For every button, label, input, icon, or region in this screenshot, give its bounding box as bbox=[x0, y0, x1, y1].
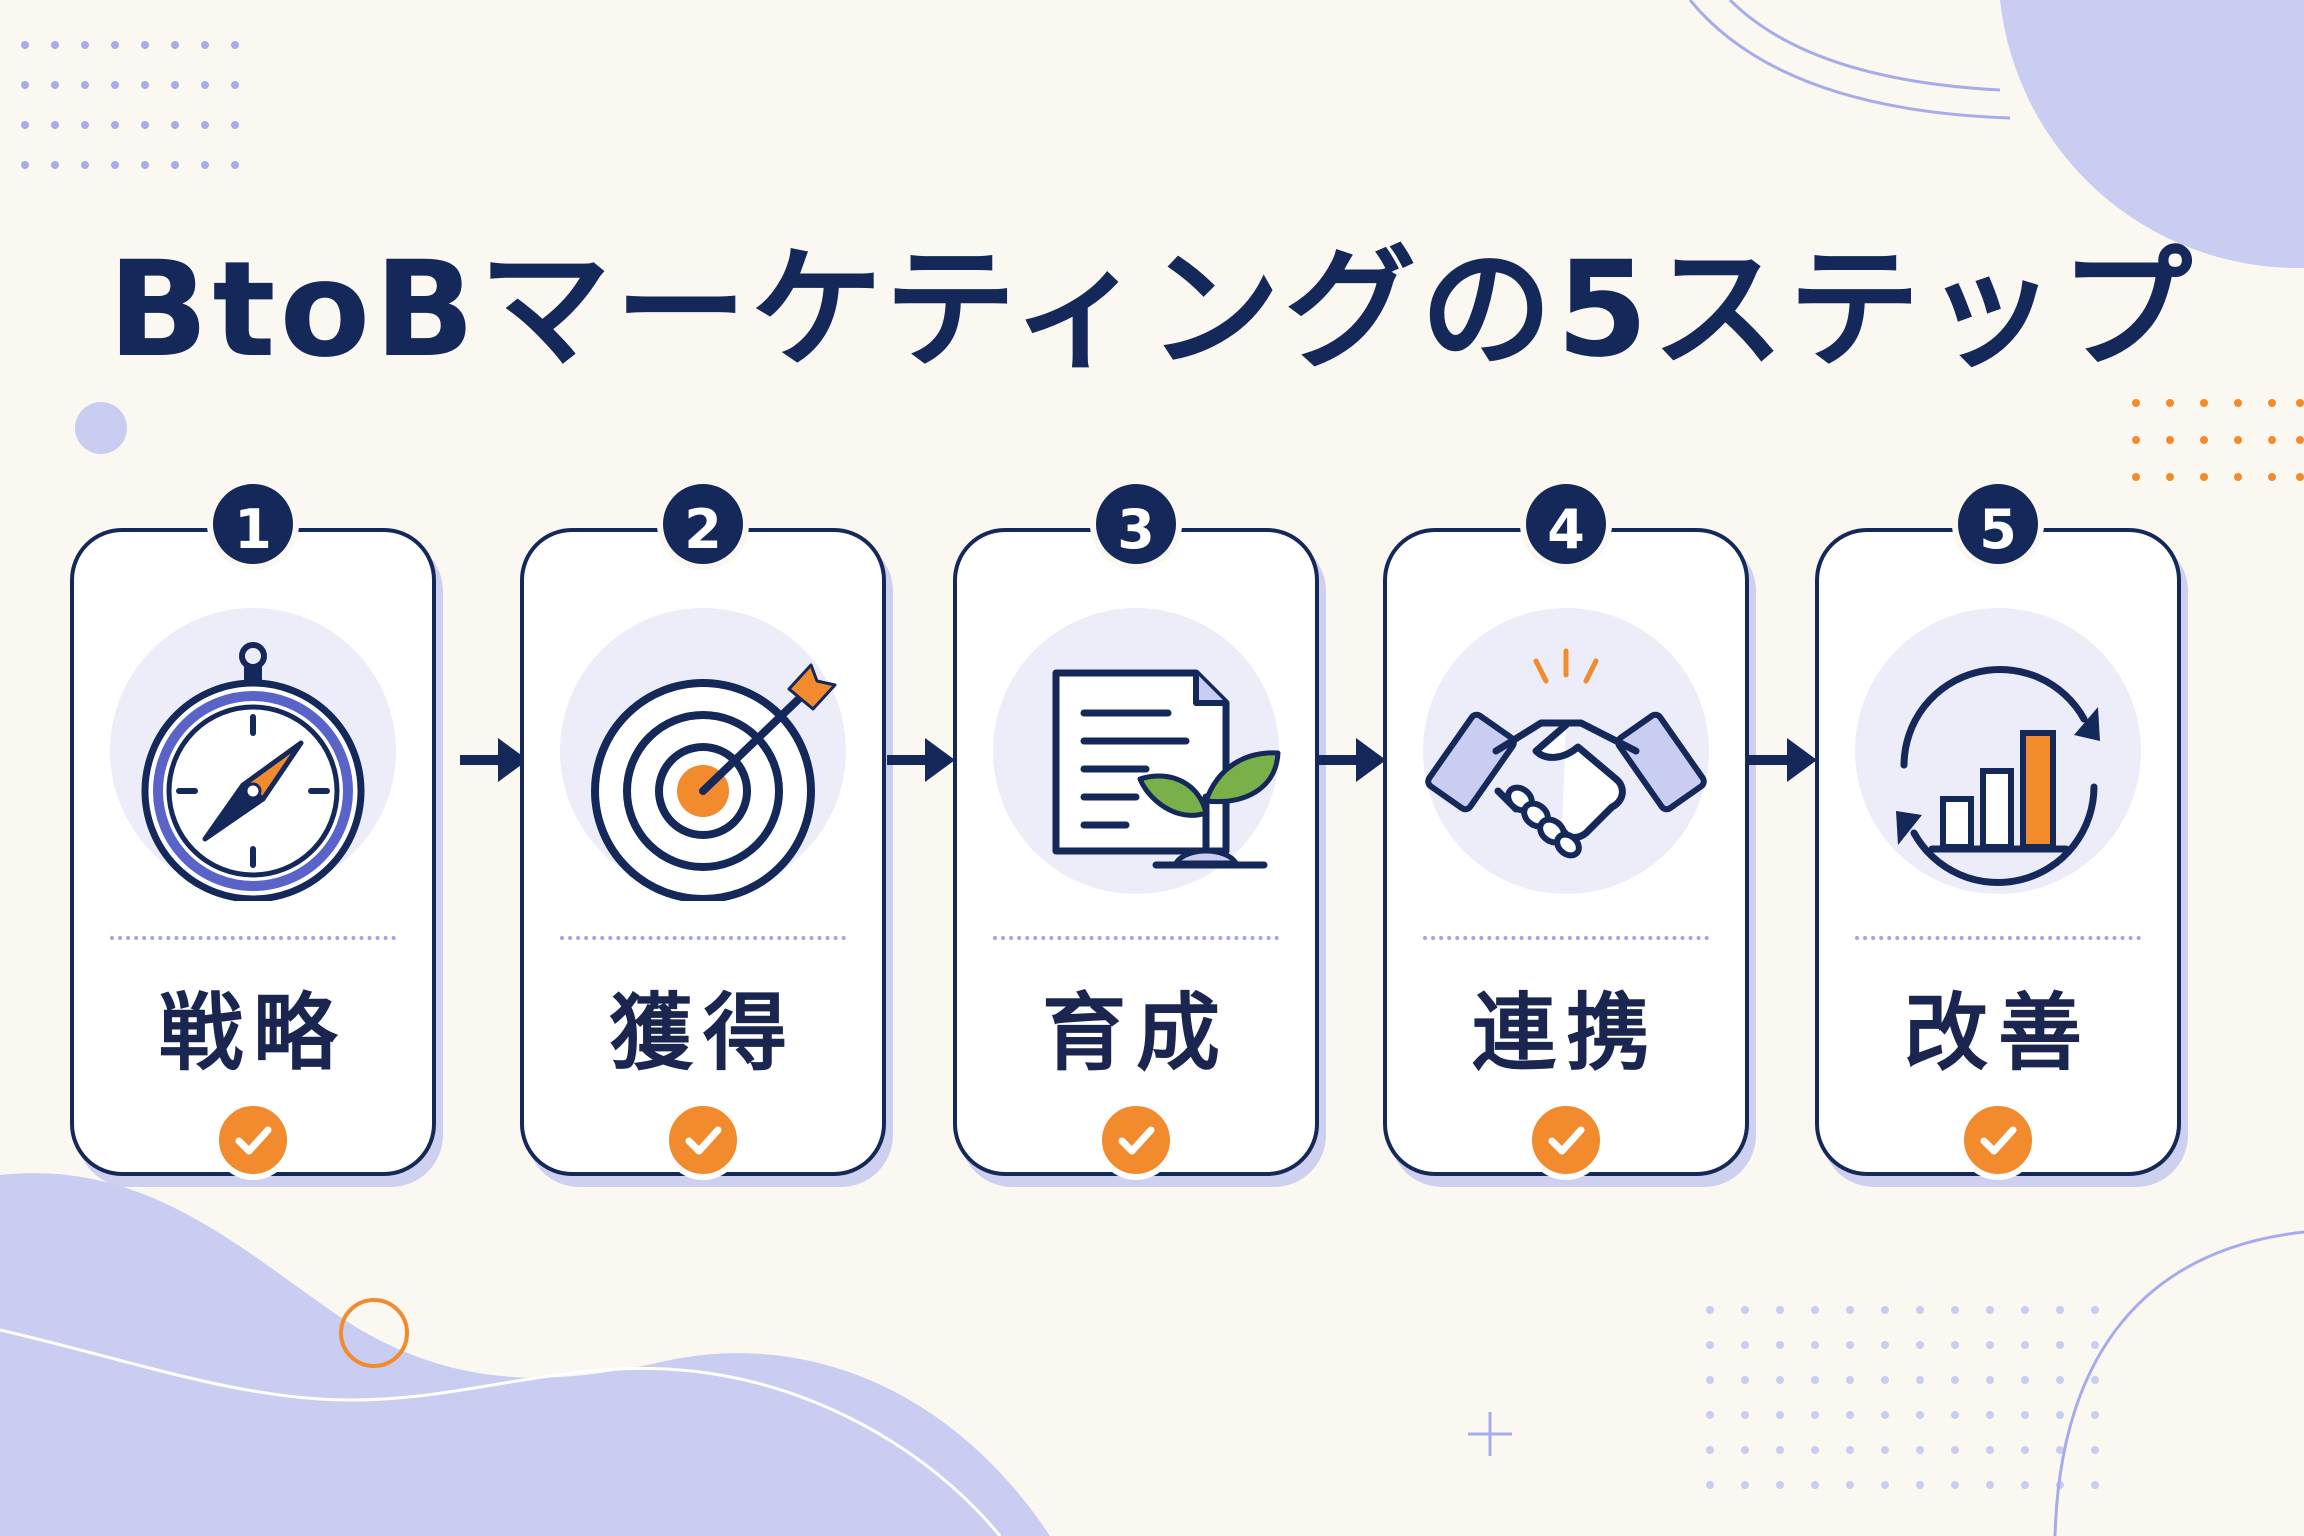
dotted-divider bbox=[1855, 936, 2141, 940]
arrow-right-icon bbox=[460, 738, 528, 782]
arrow-right-icon bbox=[1318, 738, 1386, 782]
check-icon bbox=[663, 1100, 743, 1180]
dotted-divider bbox=[1423, 936, 1709, 940]
arrow-right-icon bbox=[887, 738, 955, 782]
check-icon bbox=[213, 1100, 293, 1180]
step-label: 戦略 bbox=[158, 984, 347, 1082]
step-5: 5 改善 bbox=[1815, 478, 2181, 1180]
step-label: 育成 bbox=[1041, 984, 1230, 1082]
check-icon bbox=[1958, 1100, 2038, 1180]
step-label: 改善 bbox=[1903, 984, 2092, 1082]
dotted-divider bbox=[110, 936, 396, 940]
arrow-right-icon bbox=[1749, 738, 1817, 782]
step-2: 2 獲得 bbox=[520, 478, 886, 1180]
step-number-badge: 2 bbox=[657, 478, 749, 570]
dotted-divider bbox=[560, 936, 846, 940]
check-icon bbox=[1096, 1100, 1176, 1180]
step-number-badge: 1 bbox=[207, 478, 299, 570]
compass-icon bbox=[141, 642, 365, 901]
step-number-badge: 5 bbox=[1952, 478, 2044, 570]
document-sprout-icon bbox=[1052, 669, 1281, 869]
handshake-icon bbox=[1425, 648, 1707, 859]
check-icon bbox=[1526, 1100, 1606, 1180]
step-number-badge: 3 bbox=[1090, 478, 1182, 570]
cycle-chart-icon bbox=[1896, 666, 2100, 886]
dotted-divider bbox=[993, 936, 1279, 940]
step-4: 4 連携 bbox=[1383, 478, 1749, 1180]
step-label: 連携 bbox=[1471, 984, 1660, 1082]
step-label: 獲得 bbox=[608, 984, 797, 1082]
step-number-badge: 4 bbox=[1520, 478, 1612, 570]
target-icon bbox=[591, 663, 837, 901]
step-3: 3 育成 bbox=[953, 478, 1319, 1180]
step-1: 1 戦略 bbox=[70, 478, 436, 1180]
page-title: BtoBマーケティングの5ステップ bbox=[107, 233, 2197, 387]
